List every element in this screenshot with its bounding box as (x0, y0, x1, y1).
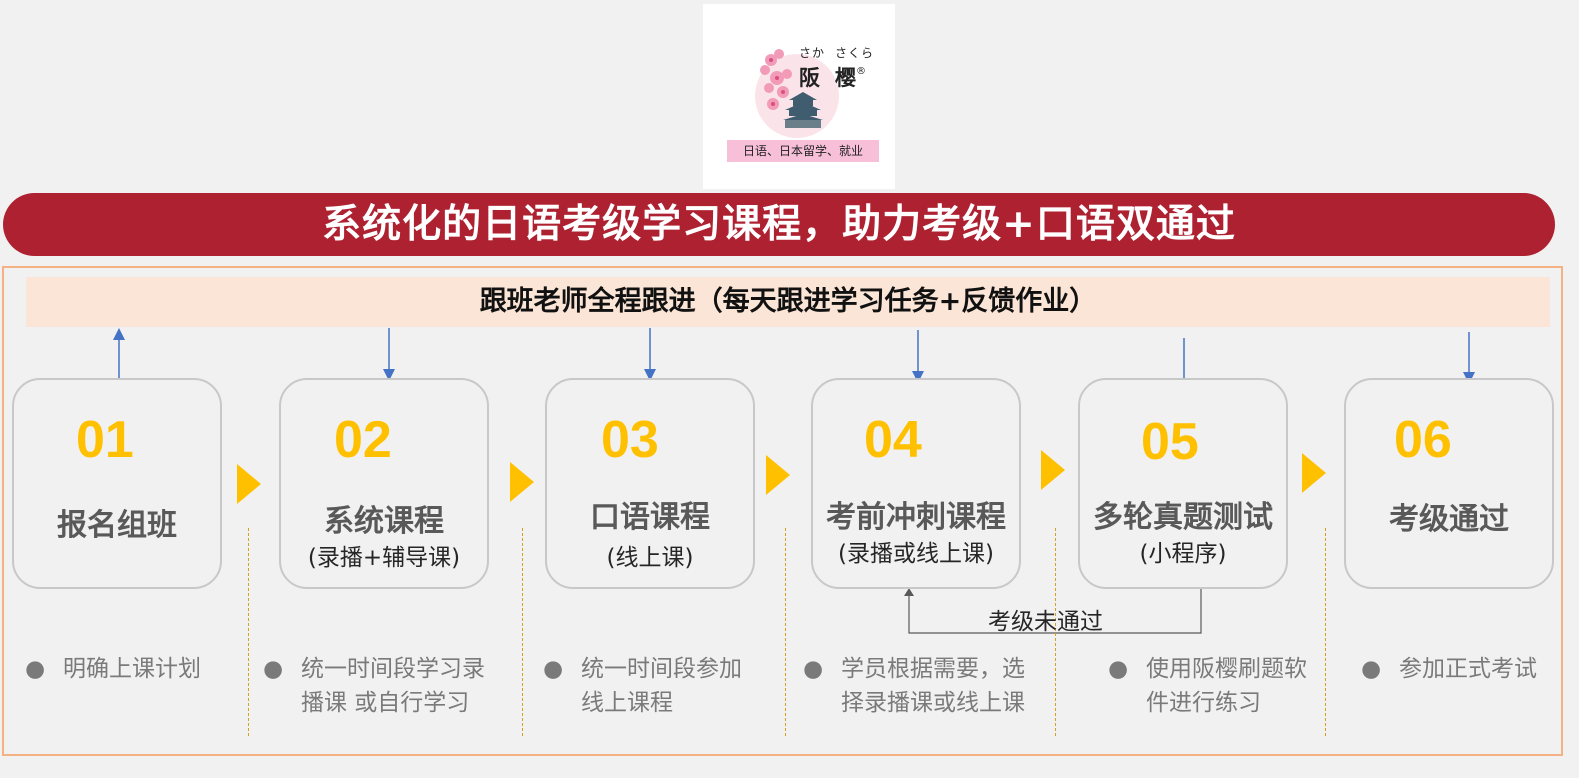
step-title: 口语课程 (590, 500, 710, 535)
retry-loop-arrowhead (904, 588, 914, 596)
desc-line: 参加正式考试 (1399, 656, 1537, 682)
step-number: 02 (334, 411, 392, 469)
step-card-04: 04 考前冲刺课程 (录播或线上课) (811, 378, 1021, 589)
step-desc-04: ● 学员根据需要，选 择录播课或线上课 (803, 652, 1048, 722)
sakura-castle-icon (755, 49, 839, 138)
step-subtitle: (小程序) (1139, 541, 1227, 567)
registered-mark: ® (856, 66, 866, 77)
step-title: 考级通过 (1389, 502, 1509, 537)
step-number: 05 (1141, 413, 1199, 471)
step-number: 01 (76, 411, 134, 469)
separator-1 (248, 528, 249, 736)
step-arrow-2 (510, 462, 534, 502)
logo-ruby-right: さくら (835, 46, 875, 60)
desc-line: 线上课程 (581, 690, 673, 716)
bullet-dot: ● (1108, 656, 1129, 682)
desc-line: 明确上课计划 (63, 656, 201, 682)
process-frame (2, 266, 1563, 756)
separator-2 (522, 528, 523, 736)
desc-line: 件进行练习 (1146, 690, 1261, 716)
desc-line: 统一时间段学习录 (301, 656, 485, 682)
step-desc-03: ● 统一时间段参加 线上课程 (543, 652, 773, 722)
step-card-01: 01 报名组班 (12, 378, 222, 589)
step-arrow-3 (766, 455, 790, 495)
step-title: 考前冲刺课程 (826, 500, 1006, 535)
brand-logo: さか さくら 阪 樱 ® 日语、日本留学、就业 (703, 4, 895, 189)
step-arrow-1 (237, 464, 261, 504)
bullet-dot: ● (1361, 656, 1382, 682)
step-desc-01: ● 明确上课计划 (25, 652, 235, 722)
step-desc-06: ● 参加正式考试 (1361, 652, 1561, 722)
desc-line: 使用阪樱刷题软 (1146, 656, 1307, 682)
desc-line: 择录播课或线上课 (841, 690, 1025, 716)
separator-5 (1325, 528, 1326, 736)
step-arrow-5 (1302, 453, 1326, 493)
step-card-06: 06 考级通过 (1344, 378, 1554, 589)
step-desc-02: ● 统一时间段学习录 播课 或自行学习 (263, 652, 513, 722)
exam-failed-label: 考级未通过 (988, 609, 1103, 635)
bullet-dot: ● (803, 656, 824, 682)
step-number: 06 (1394, 411, 1452, 469)
step-title: 报名组班 (57, 508, 177, 543)
step-number: 04 (864, 411, 922, 469)
desc-line: 学员根据需要，选 (841, 656, 1025, 682)
step-title: 多轮真题测试 (1093, 500, 1273, 535)
bullet-dot: ● (543, 656, 564, 682)
bullet-dot: ● (25, 656, 46, 682)
step-card-03: 03 口语课程 (线上课) (545, 378, 755, 589)
step-desc-05: ● 使用阪樱刷题软 件进行练习 (1108, 652, 1323, 722)
logo-kanji-left: 阪 (799, 66, 820, 90)
step-subtitle: (录播+辅导课) (307, 545, 461, 571)
step-title: 系统课程 (324, 504, 444, 539)
logo-ruby-left: さか (799, 46, 826, 60)
step-subtitle: (录播或线上课) (838, 541, 994, 567)
separator-4 (1055, 528, 1056, 736)
step-arrow-4 (1041, 450, 1065, 490)
logo-kanji-right: 樱 (835, 66, 856, 90)
bullet-dot: ● (263, 656, 284, 682)
step-subtitle: (线上课) (606, 545, 694, 571)
page-title-banner: 系统化的日语考级学习课程，助力考级+口语双通过 (3, 193, 1555, 256)
step-number: 03 (601, 411, 659, 469)
tracker-bar: 跟班老师全程跟进（每天跟进学习任务+反馈作业） (26, 277, 1550, 327)
desc-line: 播课 或自行学习 (301, 690, 470, 716)
step-card-02: 02 系统课程 (录播+辅导课) (279, 378, 489, 589)
separator-3 (785, 528, 786, 736)
step-card-05: 05 多轮真题测试 (小程序) (1078, 378, 1288, 589)
desc-line: 统一时间段参加 (581, 656, 742, 682)
logo-tagline: 日语、日本留学、就业 (727, 140, 879, 162)
